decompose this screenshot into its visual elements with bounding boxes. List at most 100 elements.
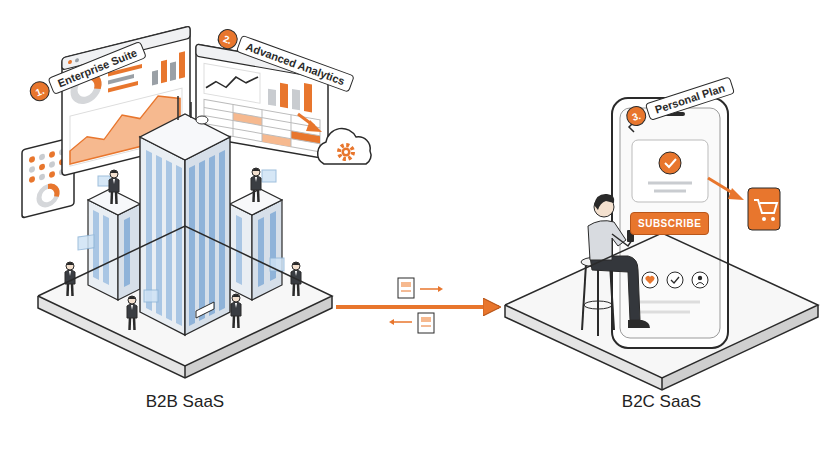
dashboard-panel	[49, 171, 55, 178]
dashboard-panel	[49, 161, 55, 168]
office-building	[88, 200, 118, 300]
office-building	[176, 165, 182, 326]
platform-outline	[38, 222, 332, 420]
screen-panel	[262, 170, 276, 182]
cart-icon	[748, 188, 780, 230]
cloud-icon	[318, 128, 371, 164]
platform-outline	[184, 366, 186, 378]
plan-tag: 2.Advanced Analytics	[215, 26, 355, 93]
document-icon	[389, 319, 394, 325]
dashboard-panel	[108, 74, 134, 84]
analytics-panel	[206, 68, 258, 97]
cloud-icon	[342, 148, 351, 157]
platform-outline	[661, 378, 663, 390]
screen-panel	[98, 176, 110, 186]
person-figure	[127, 296, 137, 330]
document-icon	[401, 291, 411, 292]
smartphone	[659, 152, 681, 174]
smartphone	[648, 182, 692, 185]
smartphone	[671, 277, 679, 283]
document-icon	[401, 282, 411, 287]
analytics-panel	[204, 63, 260, 103]
tag-label: Enterprise Suite	[47, 41, 147, 95]
cart-icon	[754, 200, 777, 213]
document-icon	[421, 326, 431, 327]
analytics-panel	[291, 131, 320, 144]
dashboard-panel	[75, 58, 79, 63]
document-icon	[394, 321, 412, 323]
person-figure	[109, 170, 119, 204]
office-building	[196, 302, 214, 318]
office-building	[88, 96, 282, 335]
analytics-panel	[280, 83, 288, 108]
analytics-panel	[290, 115, 291, 147]
analytics-panel	[233, 113, 262, 126]
smartphone	[728, 188, 744, 200]
stool	[610, 264, 614, 330]
office-building	[177, 96, 179, 120]
platform-outline	[505, 233, 818, 378]
platform-base: B2B SaaS	[38, 222, 332, 420]
office-building	[196, 116, 208, 124]
tag-label: Personal Plan	[645, 76, 735, 121]
dashboard-panel	[39, 163, 45, 170]
smartphone	[646, 276, 655, 284]
document-icon	[389, 278, 443, 333]
dashboard-panel	[170, 62, 176, 81]
cart-icon	[748, 188, 780, 230]
dashboard-panel	[39, 153, 45, 160]
analytics-panel	[232, 105, 233, 137]
user-figure	[594, 194, 614, 210]
office-building	[258, 217, 264, 287]
office-building	[219, 150, 225, 311]
stool	[582, 264, 586, 330]
cloud-icon	[344, 150, 348, 154]
cloud-icon	[339, 145, 353, 159]
document-icon	[420, 288, 438, 290]
dashboard-panel	[161, 60, 167, 83]
platform-outline	[505, 305, 818, 390]
button-label: SUBSCRIBE	[638, 218, 701, 229]
plan-tag: 3.Personal Plan	[624, 75, 736, 128]
dashboard-panel	[29, 166, 35, 173]
document-icon	[398, 278, 414, 298]
cloud-icon	[298, 114, 371, 164]
document-icon	[421, 317, 431, 322]
office-building	[190, 102, 192, 118]
platform-label: B2B SaaS	[146, 392, 224, 420]
dashboard-panel	[48, 184, 57, 198]
smartphone	[654, 190, 686, 193]
office-building	[88, 189, 140, 215]
smartphone	[640, 311, 690, 314]
smartphone	[665, 159, 676, 167]
analytics-panel	[268, 89, 276, 106]
analytics-panel	[261, 110, 262, 142]
dashboard-panel	[39, 184, 57, 206]
smartphone	[640, 301, 700, 304]
dashboard-panel	[108, 81, 138, 92]
analytics-panel	[292, 89, 300, 110]
person-figure	[231, 294, 241, 328]
smartphone	[698, 276, 702, 280]
subscribe-button: SUBSCRIBE	[630, 212, 709, 235]
document-icon	[418, 313, 434, 333]
dashboard-panel	[68, 60, 72, 65]
platform-outline	[38, 296, 332, 378]
platform-label: B2C SaaS	[622, 392, 701, 420]
user-figure	[590, 256, 640, 320]
platform-outline	[38, 226, 332, 366]
cloud-icon	[306, 120, 322, 132]
flow-arrow	[336, 305, 499, 309]
dashboard-panel	[29, 176, 35, 183]
screen-panel	[78, 235, 94, 250]
platform-base: B2C SaaS	[505, 232, 818, 420]
cart-icon	[762, 217, 766, 221]
office-building	[189, 165, 195, 326]
dashboard-panel	[39, 173, 45, 180]
office-building	[199, 160, 205, 321]
cart-icon	[771, 217, 775, 221]
smartphone	[632, 140, 708, 202]
document-icon	[438, 286, 443, 292]
stool	[584, 301, 612, 309]
